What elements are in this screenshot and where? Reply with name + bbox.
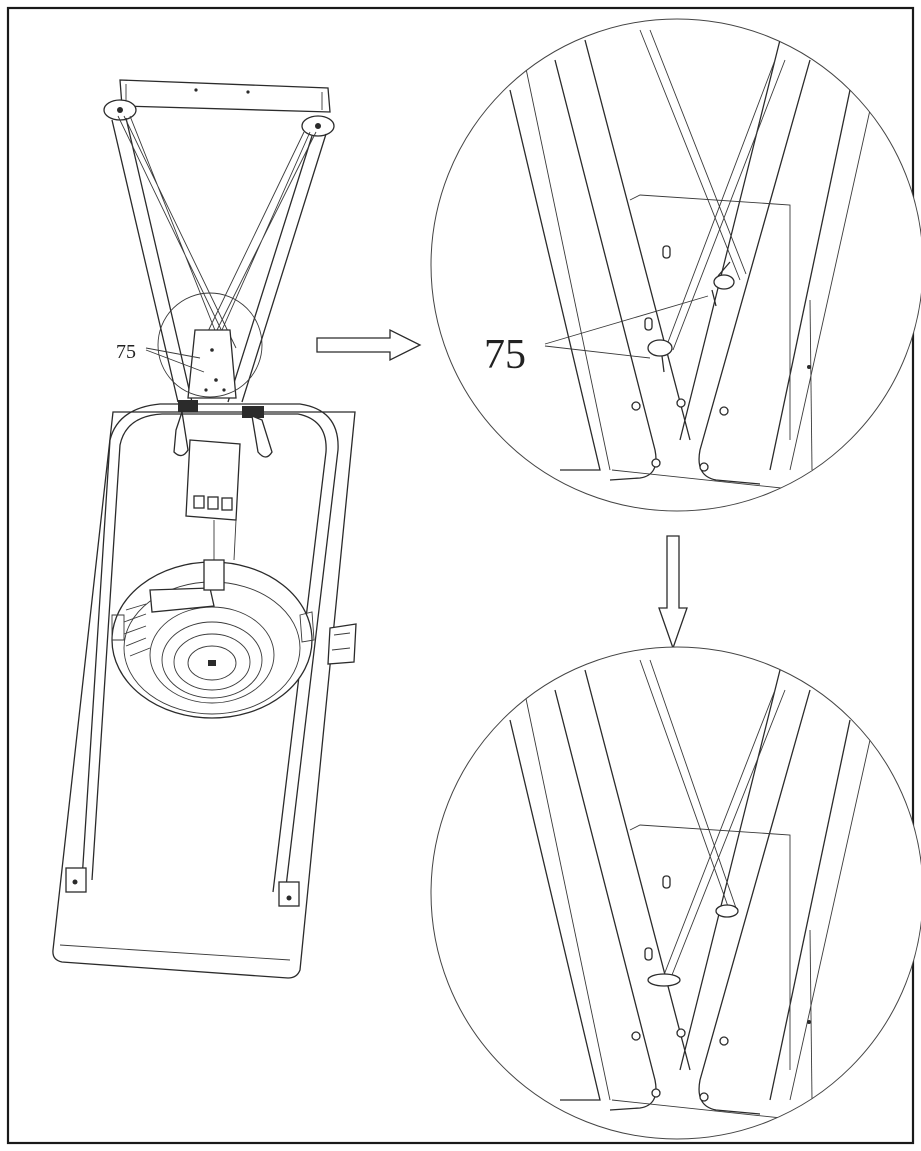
machine-overview: 75 [52, 79, 357, 979]
overview-part-callout: 75 [116, 341, 136, 363]
detail-part-callout: 75 [484, 332, 526, 378]
detail-view-after [430, 646, 921, 1140]
page-frame [6, 6, 915, 1145]
detail-view-before: 75 [430, 18, 921, 512]
right-arrow [316, 328, 422, 362]
down-arrow-middle [658, 535, 688, 650]
